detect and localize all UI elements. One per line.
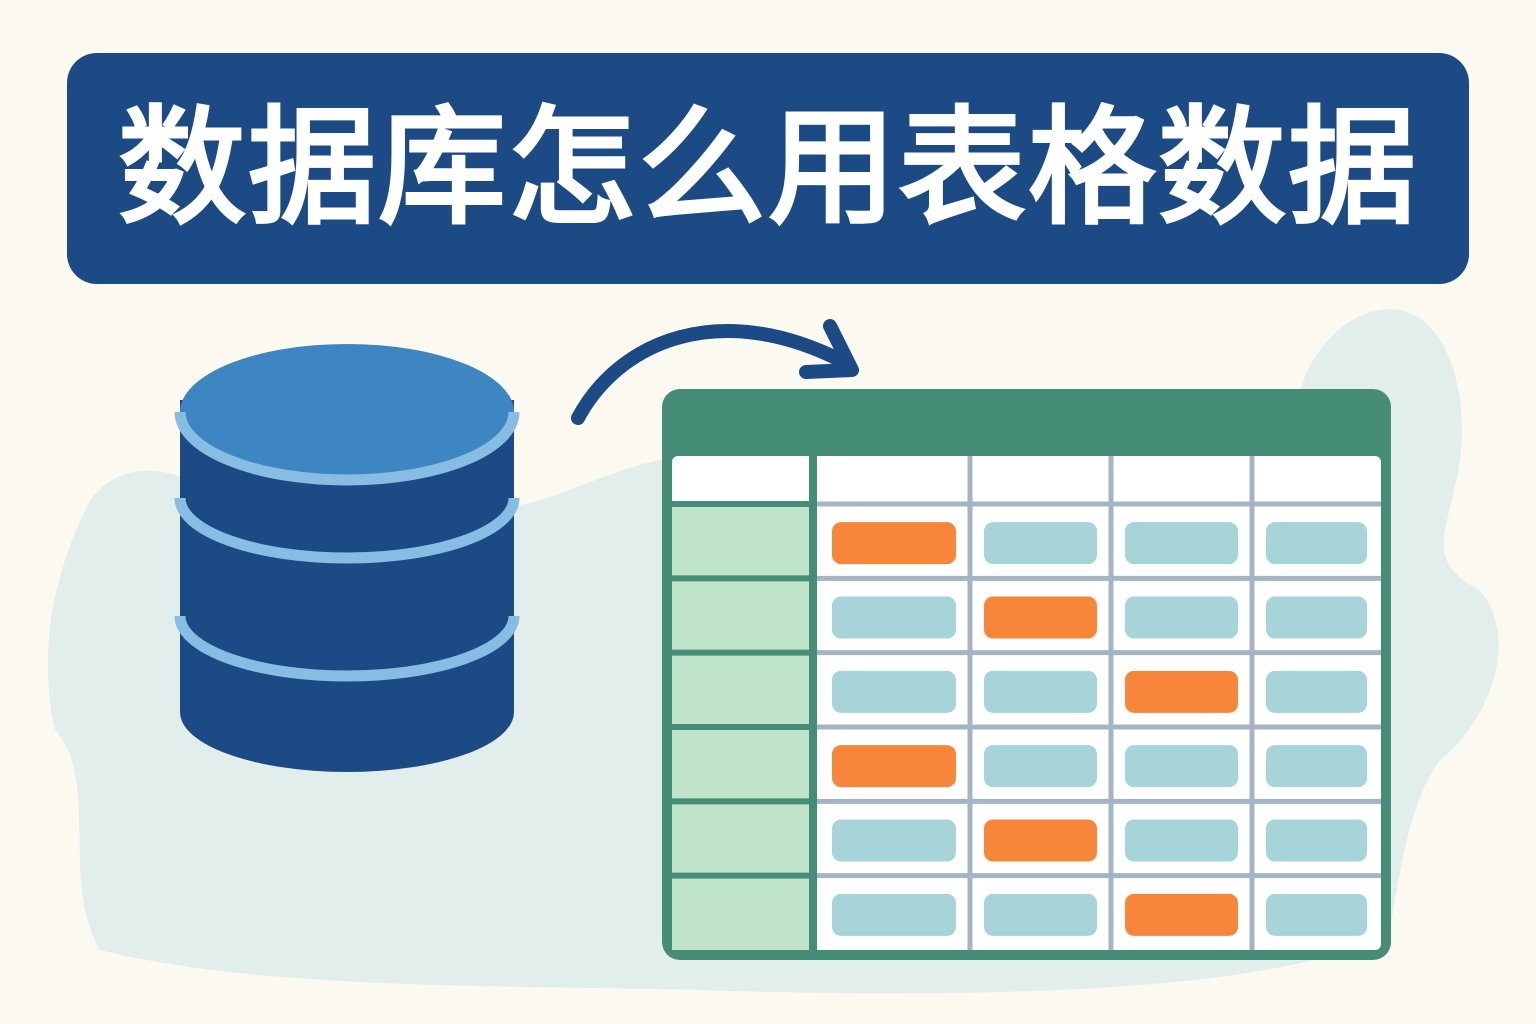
table-cell-value xyxy=(1125,819,1238,862)
table-cell-value xyxy=(1266,522,1367,565)
database-ring xyxy=(174,497,520,564)
database-top xyxy=(180,344,514,480)
table-cell-value xyxy=(832,522,956,565)
table-icon xyxy=(662,389,1391,960)
table-cell-value xyxy=(832,745,956,788)
table-cell-value xyxy=(832,893,956,936)
table-cell-value xyxy=(1125,745,1238,788)
table-cell-value xyxy=(984,596,1097,639)
curved-arrow-icon xyxy=(571,319,859,425)
database-bottom xyxy=(180,652,514,772)
row-header-cell xyxy=(672,727,810,802)
table-cell-value xyxy=(1125,893,1238,936)
table-cell-value xyxy=(1125,670,1238,713)
table-cell-value xyxy=(832,596,956,639)
table-cell-value xyxy=(1266,670,1367,713)
table-cell-value xyxy=(1125,596,1238,639)
database-ring xyxy=(174,615,520,682)
row-header-cell xyxy=(672,652,810,727)
arrow-curve xyxy=(571,324,847,425)
row-header-cell xyxy=(672,578,810,653)
arrow-head xyxy=(799,319,859,379)
table-cell-value xyxy=(984,745,1097,788)
row-header-cell xyxy=(672,801,810,876)
table-cell-value xyxy=(1266,745,1367,788)
table-cell-value xyxy=(832,819,956,862)
table-cell-value xyxy=(1266,819,1367,862)
table-cell-value xyxy=(984,670,1097,713)
table-cell-value xyxy=(984,893,1097,936)
database-icon xyxy=(174,344,520,772)
database-top-rim xyxy=(174,411,520,486)
page-title: 数据库怎么用表格数据 xyxy=(117,93,1418,243)
table-cell-value xyxy=(1125,522,1238,565)
table-cell-value xyxy=(832,670,956,713)
table-cell-value xyxy=(1266,893,1367,936)
row-header-cell xyxy=(672,875,810,950)
table-cell-value xyxy=(1266,596,1367,639)
row-header-cell xyxy=(672,504,810,579)
table-cell-value xyxy=(984,522,1097,565)
table-cell-value xyxy=(984,819,1097,862)
title-banner: 数据库怎么用表格数据 xyxy=(67,53,1469,284)
